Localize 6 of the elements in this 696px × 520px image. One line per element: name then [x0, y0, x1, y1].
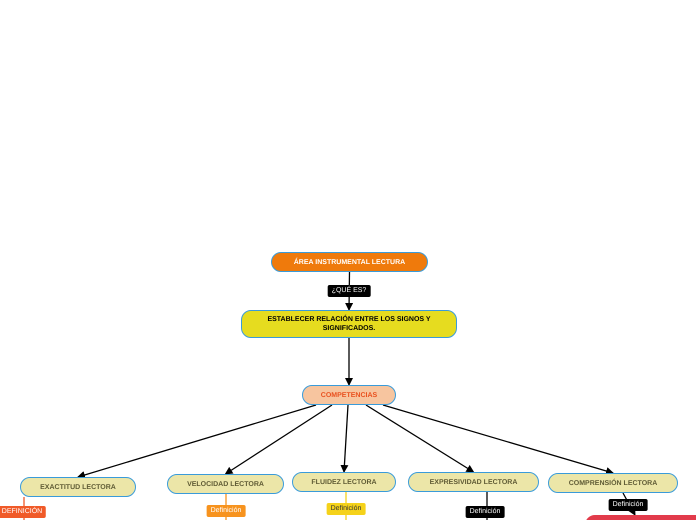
arrow [224, 404, 332, 475]
arrow [345, 338, 353, 386]
arrow [340, 404, 349, 473]
arrow [382, 404, 614, 475]
arrow [366, 404, 474, 473]
arrow [77, 404, 316, 479]
